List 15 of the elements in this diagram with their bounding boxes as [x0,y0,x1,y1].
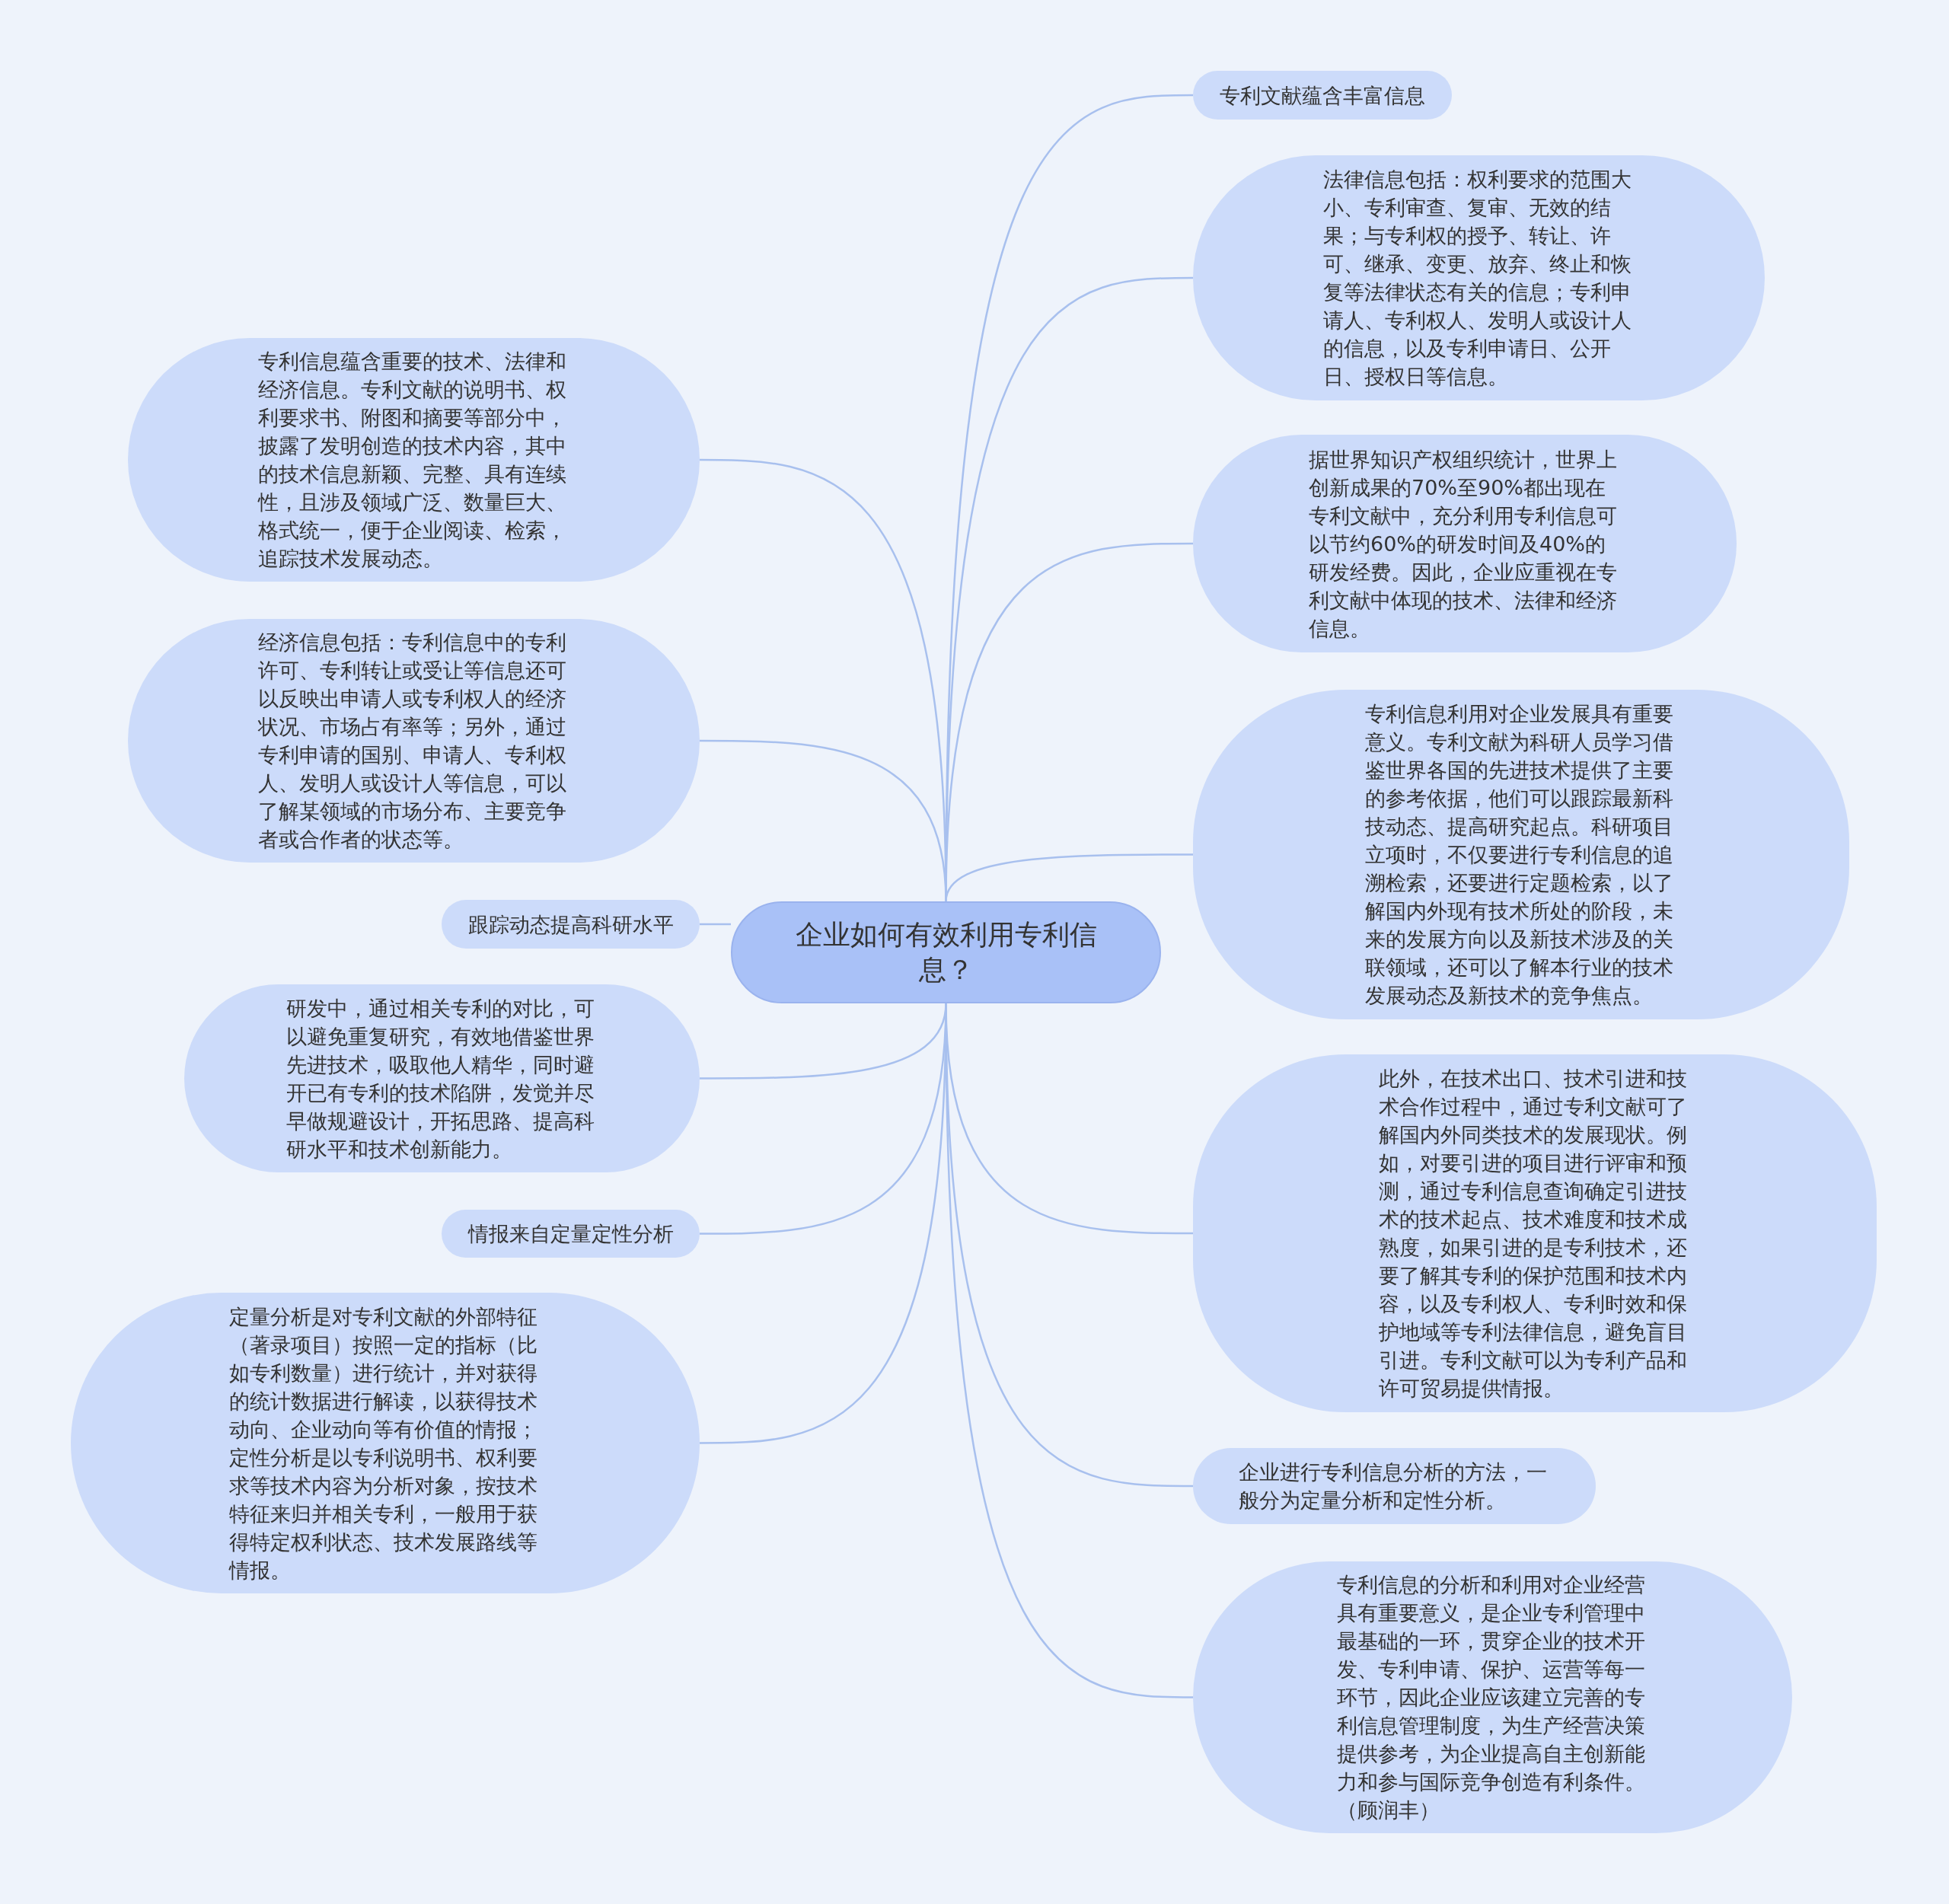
topic-title: 企业如何有效利用专利信息？ [794,918,1098,987]
topic-text: 专利信息利用对企业发展具有重要意义。专利文献为科研人员学习借鉴世界各国的先进技术提供了主要的参考依据，他们可以跟踪最新科技动态、提高研究起点。科研项目立项时，不仅要进行专利信息的追溯检索，还要进行定题检索，以了解国内外现有技术所处的阶段，未来的发展方向以及新技术涉及的关联领域，还可以了解本行业的技术发展动态及新技术的竞争焦点。 [1365,701,1674,1009]
topic-text: 跟踪动态提高科研水平 [467,911,674,938]
topic-text: 研发中，通过相关专利的对比，可以避免重复研究，有效地借鉴世界先进技术，吸取他人精华，同时避开已有专利的技术陷阱，发觉并尽早做规避设计，开拓思路、提高科研水平和技术创新能力。 [285,995,595,1162]
topic-text: 专利信息的分析和利用对企业经营具有重要意义，是企业专利管理中最基础的一环，贯穿企业的技术开发、专利申请、保护、运营等每一环节，因此企业应该建立完善的专利信息管理制度，为生产经营决策提供参考，为企业提高自主创新能力和参与国际竞争创造有利条件。（顾润丰） [1336,1572,1646,1823]
topic-text: 定量分析是对专利文献的外部特征（著录项目）按照一定的指标（比如专利数量）进行统计，并对获得的统计数据进行解读，以获得技术动向、企业动向等有价值的情报；定性分析是以专利说明书、权利要求等技术内容为分析对象，按技术特征来归并相关专利，一般用于获得特定权利状态、技术发展路线等情报。 [229,1303,538,1583]
topic-text: 专利信息蕴含重要的技术、法律和经济信息。专利文献的说明书、权利要求书、附图和摘要等部分中，披露了发明创造的技术内容，其中的技术信息新颖、完整、具有连续性，且涉及领域广泛、数量巨大、格式统一，便于企业阅读、检索，追踪技术发展动态。 [257,349,567,572]
topic-text: 此外，在技术出口、技术引进和技术合作过程中，通过专利文献可了解国内外同类技术的发展现状。例如，对要引进的项目进行评审和预测，通过专利信息查询确定引进技术的技术起点、技术难度和技术成熟度，如果引进的是专利技术，还要了解其专利的保护范围和技术内容，以及专利权人、专利时效和保护地域等专利法律信息，避免盲目引进。专利文献可以为专利产品和许可贸易提供情报。 [1379,1066,1688,1402]
topic-text: 据世界知识产权组织统计，世界上创新成果的70%至90%都出现在专利文献中，充分利用专利信息可以节约60%的研发时间及40%的研发经费。因此，企业应重视在专利文献中体现的技术、法律和经济信息。 [1309,446,1618,642]
topic-text: 情报来自定量定性分析 [467,1221,674,1247]
topic-text: 法律信息包括：权利要求的范围大小、专利审查、复审、无效的结果；与专利权的授予、转让、许可、继承、变更、放弃、终止和恢复等法律状态有关的信息；专利申请人、专利权人、发明人或设计人的信息，以及专利申请日、公开日、授权日等信息。 [1322,167,1632,390]
topic-text: 专利文献蕴含丰富信息 [1220,82,1425,109]
topic-text: 企业进行专利信息分析的方法，一般分为定量分析和定性分析。 [1238,1459,1548,1513]
connector-line [700,923,731,926]
topic-text: 经济信息包括：专利信息中的专利许可、专利转让或受让等信息还可以反映出申请人或专利权人的经济状况、市场占有率等；另外，通过专利申请的国别、申请人、专利权人、发明人或设计人等信息，可以了解某领域的市场分布、主要竞争者或合作者的状态等。 [257,630,567,853]
